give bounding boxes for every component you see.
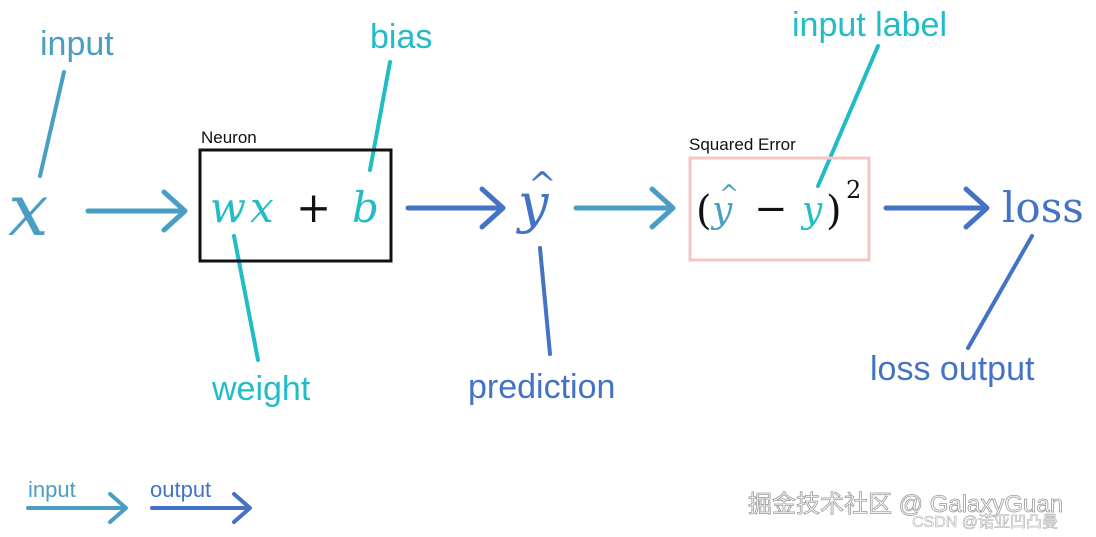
error-yhat-symbol: y [710, 190, 733, 231]
prediction-label: prediction [468, 368, 615, 406]
arrow-input-to-neuron [85, 189, 188, 233]
legend-output: output [150, 477, 252, 524]
open-paren-symbol: ( [696, 188, 712, 234]
loss-output-callout-line [966, 234, 1034, 350]
input-label-callout-line [816, 44, 880, 188]
watermark-sub: CSDN @诺亚凹凸曼 [912, 513, 1058, 531]
exponent-symbol: 2 [846, 176, 861, 204]
error-hat-accent: ^ [719, 180, 739, 208]
close-paren-symbol: ) [826, 188, 842, 234]
input-label: input [40, 25, 114, 63]
label-y-symbol: y [800, 190, 823, 231]
legend-input: input [26, 477, 128, 524]
weight-w-symbol: w [210, 183, 246, 232]
input-x-symbol: x [8, 168, 49, 252]
arrow-prediction-to-error [573, 186, 676, 230]
weight-label: weight [211, 370, 311, 408]
prediction-yhat-symbol: y [516, 172, 550, 235]
prediction-hat-accent: ^ [528, 165, 557, 205]
weight-callout-line [232, 234, 260, 362]
arrow-error-to-loss [883, 186, 990, 230]
input-callout-line [38, 70, 66, 178]
legend-input-label: input [28, 477, 76, 502]
bias-b-symbol: b [352, 183, 379, 232]
input-label-label: input label [792, 6, 947, 44]
squared-error-box [688, 156, 871, 262]
loss-output-label: loss output [870, 350, 1035, 388]
neuron-box [198, 148, 393, 263]
legend-output-label: output [150, 477, 211, 502]
neuron-box-title: Neuron [201, 128, 257, 147]
prediction-callout-line [538, 246, 552, 356]
bias-label: bias [370, 18, 432, 56]
arrow-neuron-to-prediction [405, 186, 506, 230]
squared-error-box-title: Squared Error [689, 135, 796, 154]
plus-symbol: + [296, 183, 331, 232]
watermark-main: 掘金技术社区 @ GalaxyGuan [748, 491, 1063, 518]
loss-text: loss [1002, 183, 1084, 232]
neuron-x-symbol: x [250, 183, 274, 232]
bias-callout-line [368, 60, 392, 172]
minus-symbol: − [754, 186, 788, 232]
